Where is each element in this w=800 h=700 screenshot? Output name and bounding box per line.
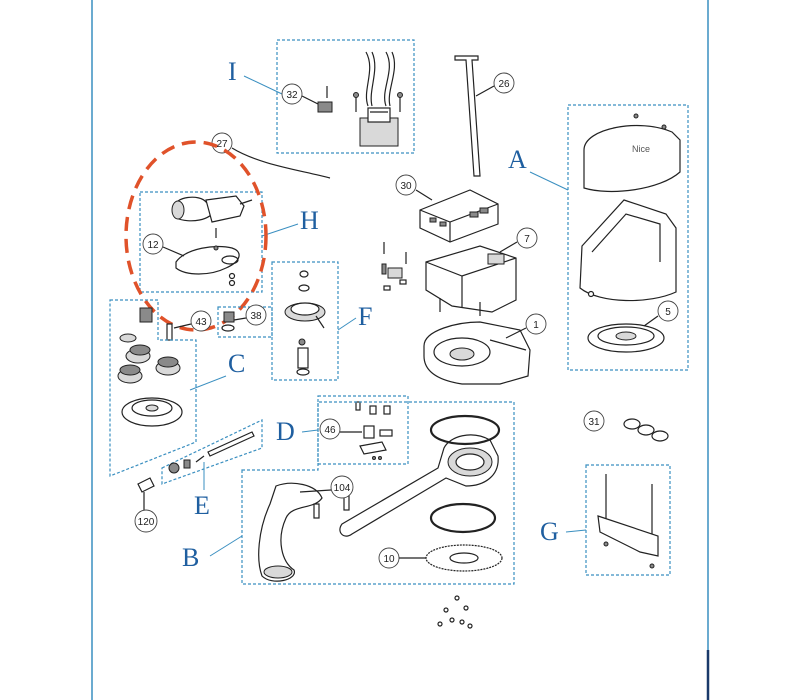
part-26: 26 xyxy=(454,55,515,177)
callout-31-number: 31 xyxy=(588,417,600,428)
group-c-box xyxy=(109,299,197,477)
part-27: 27 xyxy=(211,132,331,179)
callout-5-number: 5 xyxy=(665,307,671,318)
release-shaft xyxy=(207,431,255,457)
callout-31 xyxy=(583,410,605,432)
group-a-label: A xyxy=(508,145,527,174)
group-g-label: G xyxy=(540,517,559,546)
shaft xyxy=(297,347,309,369)
callout-12-number: 12 xyxy=(147,240,159,251)
highlight-circle xyxy=(124,140,268,332)
group-b: B 104 10 xyxy=(182,401,515,585)
group-g: G xyxy=(540,464,671,576)
group-e-label: E xyxy=(194,491,210,520)
callout-30-number: 30 xyxy=(400,181,412,192)
group-e: E xyxy=(161,419,263,520)
callout-43 xyxy=(190,310,212,332)
callout-7 xyxy=(516,227,538,249)
callout-26 xyxy=(493,72,515,94)
callout-7-number: 7 xyxy=(524,234,530,245)
planet-carrier xyxy=(121,397,183,427)
group-f: F xyxy=(271,261,372,381)
cover-logo: Nice xyxy=(632,144,650,154)
group-b-label: B xyxy=(182,543,199,572)
group-h-label: H xyxy=(300,206,319,235)
callout-1 xyxy=(525,313,547,335)
group-i: I 32 xyxy=(228,39,415,154)
encoder-disc xyxy=(425,544,503,572)
callout-46 xyxy=(319,418,341,440)
callout-43-number: 43 xyxy=(195,317,207,328)
curved-arm xyxy=(258,482,323,582)
callout-30 xyxy=(395,174,417,196)
group-h-box xyxy=(139,191,263,293)
release-key xyxy=(137,477,155,493)
part-1: 1 xyxy=(423,313,547,385)
group-h: H 12 xyxy=(124,140,319,332)
gearbox xyxy=(205,195,245,223)
housing xyxy=(579,199,677,302)
group-d-label: D xyxy=(276,417,295,446)
group-c: C xyxy=(109,299,245,477)
callout-120 xyxy=(134,509,158,533)
group-a: A Nice 5 xyxy=(508,104,689,371)
group-f-label: F xyxy=(358,302,372,331)
callout-38 xyxy=(245,304,267,326)
cable-bracket xyxy=(454,55,481,177)
callout-26-number: 26 xyxy=(498,79,510,90)
group-i-label: I xyxy=(228,57,237,86)
part-7: 7 xyxy=(381,227,538,316)
top-cover xyxy=(583,125,681,193)
group-b-box xyxy=(241,401,515,585)
control-board xyxy=(419,189,499,243)
part-31: 31 xyxy=(583,410,669,442)
motor-base xyxy=(423,321,531,385)
group-a-box xyxy=(567,104,689,371)
group-f-box xyxy=(271,261,339,381)
part-30: 30 xyxy=(395,174,499,243)
callout-32 xyxy=(281,83,303,105)
callout-12 xyxy=(142,233,164,255)
callout-32-number: 32 xyxy=(286,90,298,101)
cable xyxy=(231,147,331,179)
fuse-holder xyxy=(317,101,333,113)
group-38-43: 38 43 xyxy=(166,304,273,341)
callout-120-number: 120 xyxy=(138,517,155,528)
callout-27-number: 27 xyxy=(216,139,228,150)
screw-set xyxy=(437,595,473,629)
group-d: D 46 xyxy=(276,395,409,465)
callout-38-number: 38 xyxy=(250,311,262,322)
transformer xyxy=(359,117,399,147)
callout-10-number: 10 xyxy=(383,554,395,565)
callout-46-number: 46 xyxy=(324,425,336,436)
callout-1-number: 1 xyxy=(533,320,539,331)
part-120: 120 xyxy=(134,477,158,533)
callout-104-number: 104 xyxy=(334,483,351,494)
group-38-box xyxy=(217,306,273,338)
group-g-box xyxy=(585,464,671,576)
fixing-bracket xyxy=(597,515,659,557)
callout-5 xyxy=(657,300,679,322)
gasket xyxy=(175,245,240,275)
callout-104 xyxy=(330,475,354,499)
group-c-label: C xyxy=(228,349,245,378)
group-e-box xyxy=(161,419,263,485)
